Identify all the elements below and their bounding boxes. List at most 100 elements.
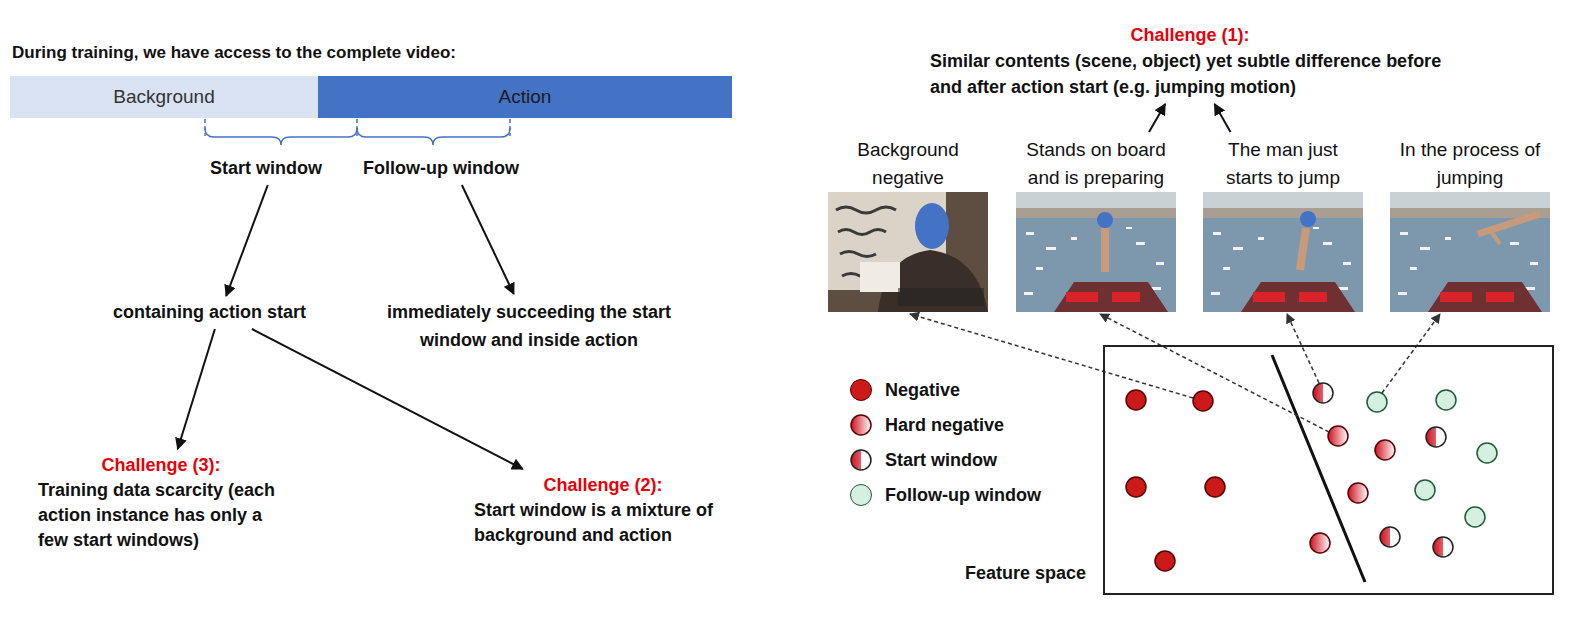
arrow-connector — [252, 329, 523, 469]
timeline-segment: Background — [10, 76, 318, 118]
example-frame: The man just starts to jump — [1203, 136, 1363, 312]
figure-title: During training, we have access to the c… — [12, 40, 456, 65]
follow-up-dot — [1415, 480, 1435, 500]
diver-photo — [1390, 192, 1550, 312]
leader-arrow — [910, 314, 1440, 432]
frame-title: Stands on board and is preparing — [1021, 136, 1171, 192]
legend-text: Hard negative — [885, 413, 1004, 437]
legend-symbol — [849, 448, 873, 472]
challenge-text: Similar contents (scene, object) yet sub… — [930, 48, 1450, 100]
step-text: containing action start — [113, 300, 327, 325]
challenge-heading: Challenge (3): — [38, 453, 284, 478]
challenge-text: Start window is a mixture of background … — [474, 498, 732, 548]
legend-text: Negative — [885, 378, 960, 402]
diver-photo — [1203, 192, 1363, 312]
start-window-dot — [1313, 383, 1333, 403]
text-node: Start window — [210, 156, 338, 181]
diver-photo — [1101, 228, 1109, 272]
arrow-connector — [178, 329, 215, 449]
diver-photo — [1478, 214, 1540, 234]
step-text: immediately succeeding the start window … — [383, 298, 675, 354]
text-node: containing action start — [113, 300, 327, 325]
step-text: Start window — [210, 156, 338, 181]
window-bracket — [205, 128, 357, 145]
challenge-heading: Challenge (1): — [930, 22, 1450, 48]
window-bracket — [205, 119, 510, 145]
legend: NegativeHard negativeStart windowFollow-… — [850, 378, 1090, 518]
arrow-connector — [1149, 104, 1165, 132]
start-window-dot — [1433, 537, 1453, 557]
text-node: immediately succeeding the start window … — [383, 298, 675, 354]
follow-up-dot — [1367, 392, 1387, 412]
legend-row: Negative — [850, 378, 1090, 413]
diver-photo — [1016, 192, 1176, 312]
negative-dot — [1126, 390, 1225, 571]
legend-text: Follow-up window — [885, 483, 1041, 507]
arrow-connector — [1215, 104, 1231, 132]
feature-space-box: Feature space — [1103, 345, 1554, 595]
arrow-connector — [462, 185, 514, 294]
frame-title: In the process of jumping — [1395, 136, 1545, 192]
window-bracket — [357, 128, 510, 145]
start-window-dot — [1426, 427, 1446, 447]
frame-title: Background negative — [833, 136, 983, 192]
background-photo — [915, 203, 949, 249]
legend-symbol — [849, 413, 873, 437]
start-window-dot — [1380, 527, 1400, 547]
example-frame: Stands on board and is preparing — [1016, 136, 1176, 312]
follow-up-dot — [1436, 390, 1456, 410]
background-photo — [898, 288, 984, 306]
background-photo — [828, 192, 988, 312]
timeline-segment: Action — [318, 76, 732, 118]
hard-negative-dot — [1375, 440, 1395, 460]
challenge-note: Challenge (2):Start window is a mixture … — [474, 473, 732, 548]
negative-dot — [1205, 477, 1225, 497]
background-photo — [860, 262, 900, 292]
negative-dot — [1155, 551, 1175, 571]
frame-title: The man just starts to jump — [1208, 136, 1358, 192]
diver-photo — [1016, 192, 1176, 312]
diver-photo — [1300, 211, 1316, 227]
background-photo — [828, 192, 988, 312]
legend-swatch — [850, 484, 872, 506]
challenge-note: Challenge (3):Training data scarcity (ea… — [38, 453, 284, 553]
follow-up-dot — [1367, 390, 1497, 527]
step-text: Follow-up window — [363, 156, 545, 181]
legend-text: Start window — [885, 448, 997, 472]
start-window-dot — [1313, 383, 1453, 557]
legend-swatch — [850, 379, 872, 401]
negative-dot — [1193, 391, 1213, 411]
legend-row: Hard negative — [850, 413, 1090, 448]
axis-label: Feature space — [965, 561, 1086, 586]
decision-boundary — [1272, 355, 1365, 582]
negative-dot — [1126, 477, 1146, 497]
example-frame: Background negative — [828, 136, 988, 312]
negative-dot — [1126, 390, 1146, 410]
diver-photo — [1203, 192, 1363, 312]
hard-negative-dot — [1348, 483, 1368, 503]
challenge-text: Training data scarcity (each action inst… — [38, 478, 284, 553]
follow-up-dot — [1477, 443, 1497, 463]
diver-photo — [1490, 230, 1500, 244]
leader-arrow — [1287, 314, 1319, 383]
legend-row: Start window — [850, 448, 1090, 483]
diver-photo — [1390, 192, 1550, 312]
legend-symbol — [851, 415, 871, 435]
legend-row: Follow-up window — [850, 483, 1090, 518]
diver-photo — [1300, 228, 1306, 270]
challenge-note: Challenge (1):Similar contents (scene, o… — [930, 22, 1450, 100]
leader-arrow — [1100, 314, 1329, 432]
follow-up-dot — [1465, 507, 1485, 527]
segment-label: Background — [113, 86, 214, 108]
segment-label: Action — [499, 86, 552, 108]
decision-boundary — [1272, 355, 1365, 582]
text-node: Follow-up window — [363, 156, 545, 181]
arrow-connector — [226, 185, 268, 296]
hard-negative-dot — [1328, 426, 1348, 446]
diver-photo — [1097, 212, 1113, 228]
hard-negative-dot — [1310, 533, 1330, 553]
example-frame: In the process of jumping — [1390, 136, 1550, 312]
legend-symbol — [851, 450, 871, 470]
